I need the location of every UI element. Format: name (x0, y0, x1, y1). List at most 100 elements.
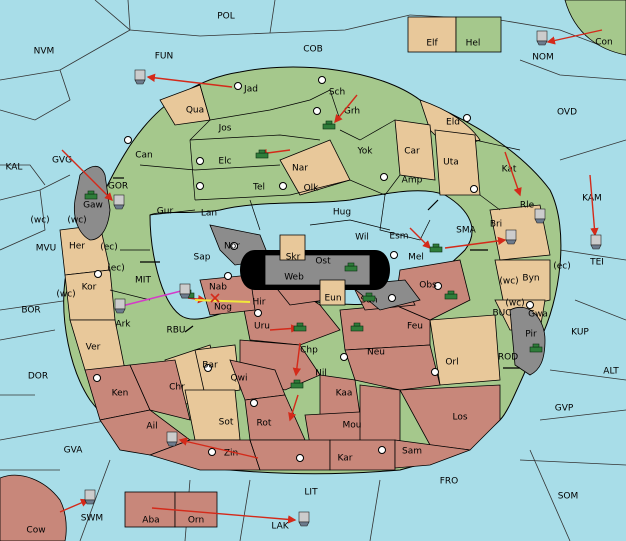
channel-arrows (113, 177, 520, 369)
sea-label-swm: SWM (81, 514, 103, 524)
land-borders (109, 84, 521, 301)
brown-regions (0, 259, 501, 541)
sea-label-elf: Elf (426, 39, 438, 49)
sea-label-alt: ALT (603, 367, 619, 377)
sea-label-mvu: MVU (36, 244, 57, 254)
land-label-can: Can (135, 151, 153, 161)
land-label-rle: Rle (520, 201, 535, 211)
land-label-ost: Ost (315, 257, 331, 267)
land-label-eld: Eld (446, 118, 460, 128)
land-label-wc: (wc) (30, 216, 49, 226)
sea-label-bor: BOR (21, 306, 40, 316)
land-label-gwa: Gwa (528, 310, 548, 320)
land-label-yok: Yok (356, 147, 373, 157)
land-label-mou: Mou (343, 421, 362, 431)
supply-centers (93, 76, 534, 462)
fleet-units[interactable] (84, 30, 602, 527)
sea-label-rod: ROD (498, 353, 518, 363)
land-label-orl: Orl (445, 358, 458, 368)
land-label-gur: Gur (157, 207, 174, 217)
land-label-eun: Eun (324, 294, 341, 304)
land-label-olk: Olk (304, 184, 320, 194)
land-label-chp: Chp (300, 346, 318, 356)
land-label-sch: Sch (329, 88, 345, 98)
land-label-nor: Nor (224, 242, 240, 252)
hel-box (455, 16, 502, 53)
sea-label-con: Con (595, 38, 613, 48)
land-label-hir: Hir (253, 298, 266, 308)
sea-label-sma: SMA (456, 226, 476, 236)
sea-label-fro: FRO (440, 477, 459, 487)
sea-label-fun: FUN (155, 52, 174, 62)
land-label-nog: Nog (214, 303, 232, 313)
sea-label-lak: LAK (271, 522, 289, 532)
eun-region (319, 279, 346, 306)
land-label-tel: Tel (252, 183, 265, 193)
land-label-elc: Elc (218, 157, 231, 167)
land-label-jad: Jad (243, 85, 258, 95)
sea-label-hel: Hel (466, 39, 481, 49)
land-label-kar: Kar (338, 454, 353, 464)
land-label-ec: (ec) (100, 243, 118, 253)
support-line-magenta (121, 289, 186, 307)
land-label-chr: Chr (169, 383, 185, 393)
land-label-kaa: Kaa (336, 389, 353, 399)
sea-label-ovd: OVD (557, 108, 577, 118)
sea-label-cow: Cow (26, 526, 45, 536)
land-label-obs: Obs (419, 281, 437, 291)
tan-regions (59, 84, 551, 441)
land-label-neu: Neu (367, 348, 385, 358)
sea-label-gvp: GVP (555, 404, 574, 414)
sea-label-buc: BUC (492, 309, 511, 319)
land-label-web: Web (284, 273, 304, 283)
sea-label-aba: Aba (142, 516, 159, 526)
sea-label-dor: DOR (28, 372, 48, 382)
land-label-kat: Kat (502, 165, 517, 175)
land-label-rot: Rot (257, 419, 272, 429)
order-arrows (59, 29, 603, 524)
land-label-sot: Sot (219, 418, 234, 428)
land-label-byn: Byn (522, 274, 539, 284)
land-label-ken: Ken (112, 389, 129, 399)
coast-marker-5: (wc) (505, 299, 524, 309)
coast-marker-4: (wc) (499, 277, 518, 287)
land-label-sap: Sap (194, 253, 211, 263)
land-label-qua: Qua (186, 106, 204, 116)
land-label-her: Her (69, 242, 85, 252)
land-label-sam: Sam (402, 447, 422, 457)
land-label-feu: Feu (407, 322, 423, 332)
land-label-ark: Ark (115, 320, 131, 330)
sea-label-kal: KAL (6, 163, 23, 173)
sea-label-kup: KUP (571, 328, 589, 338)
coast-marker-3: (ec) (553, 262, 571, 272)
land-label-gaw: Gaw (83, 201, 103, 211)
support-line-yellow (194, 299, 251, 303)
dislodge-cross (210, 293, 220, 303)
land-label-nab: Nab (209, 283, 227, 293)
sea-label-lit: LIT (304, 488, 318, 498)
land-label-jos: Jos (218, 124, 232, 134)
land-label-car: Car (404, 147, 420, 157)
sea-label-rbu: RBU (166, 326, 185, 336)
land-label-grh: Grh (344, 107, 360, 117)
sea-label-som: SOM (558, 492, 579, 502)
skr-region (279, 234, 306, 261)
sea-label-nvm: NVM (34, 47, 55, 57)
land-label-zin: Zin (224, 449, 238, 459)
sea-label-nom: NOM (532, 53, 554, 63)
land-label-ver: Ver (86, 343, 101, 353)
sea-label-gva: GVA (64, 446, 84, 456)
land-label-pir: Pir (525, 330, 537, 340)
land-label-skr: Skr (286, 253, 301, 263)
sea-label-gvg: GVG (52, 156, 72, 166)
land-label-hug: Hug (333, 208, 351, 218)
land-label-esm: Esm (389, 232, 408, 242)
land-label-bri: Bri (490, 220, 502, 230)
land-label-nil: Nil (315, 369, 327, 379)
sea-label-tei: TEI (589, 258, 604, 268)
sea-label-cob: COB (303, 45, 323, 55)
land-label-qwi: Qwi (231, 374, 248, 384)
land-label-lan: Lan (201, 209, 217, 219)
land-label-kor: Kor (82, 283, 97, 293)
